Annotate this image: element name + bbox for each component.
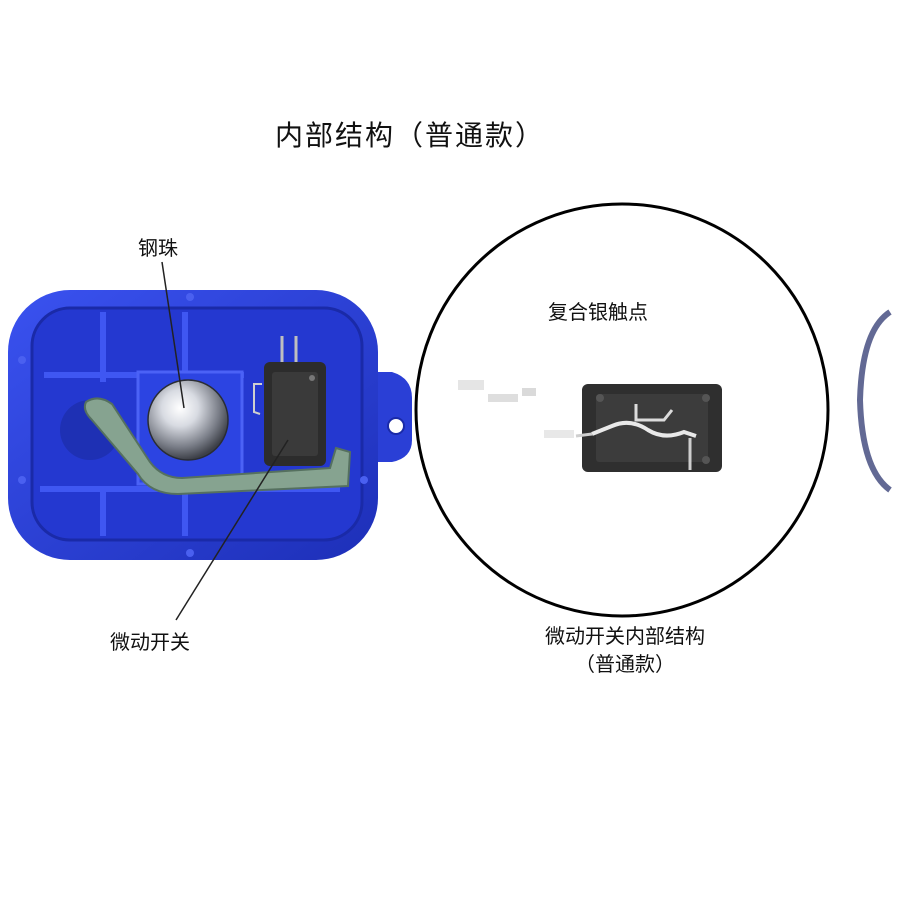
magnified-terminal bbox=[575, 432, 593, 438]
micro-switch-face bbox=[272, 372, 318, 456]
callout-steel-ball: 钢珠 bbox=[138, 236, 178, 260]
housing-screw bbox=[186, 293, 194, 301]
housing-rib bbox=[100, 312, 106, 382]
page-title: 内部结构（普通款） bbox=[274, 119, 545, 152]
housing-rib bbox=[100, 486, 106, 536]
magnified-switch-hole bbox=[596, 394, 604, 402]
magnified-micro-switch bbox=[575, 384, 722, 472]
callout-silver-contact: 复合银触点 bbox=[548, 300, 648, 324]
contact-fragment bbox=[488, 394, 518, 402]
callout-micro-switch: 微动开关 bbox=[110, 630, 190, 654]
magnified-switch-cavity bbox=[596, 394, 708, 462]
micro-switch-wire bbox=[253, 383, 262, 415]
silver-contact-fragments bbox=[458, 380, 574, 438]
housing-screw bbox=[18, 356, 26, 364]
magnified-caption: 微动开关内部结构 （普通款） bbox=[520, 622, 730, 678]
contact-fragment bbox=[544, 430, 574, 438]
magnified-switch-hole bbox=[702, 394, 710, 402]
magnified-caption-line1: 微动开关内部结构 bbox=[545, 624, 705, 648]
leader-line-micro-switch bbox=[175, 439, 289, 621]
micro-switch-rivet bbox=[309, 375, 315, 381]
magnified-contact-arm bbox=[634, 404, 674, 422]
steel-ball bbox=[147, 379, 229, 461]
housing-rib bbox=[182, 486, 188, 536]
magnified-spring-blade bbox=[591, 420, 697, 438]
housing-screw bbox=[186, 549, 194, 557]
housing-tab-hole bbox=[387, 417, 405, 435]
housing-screw bbox=[360, 476, 368, 484]
micro-switch bbox=[253, 336, 326, 466]
housing-screw bbox=[18, 476, 26, 484]
contact-fragment bbox=[458, 380, 484, 390]
leader-line-steel-ball bbox=[161, 261, 185, 409]
magnified-caption-line2: （普通款） bbox=[575, 652, 675, 676]
housing-rib bbox=[182, 312, 188, 372]
adjacent-item-edge bbox=[856, 309, 892, 493]
magnified-switch-hole bbox=[702, 456, 710, 464]
contact-fragment bbox=[522, 388, 536, 396]
actuator-lever bbox=[83, 397, 352, 496]
